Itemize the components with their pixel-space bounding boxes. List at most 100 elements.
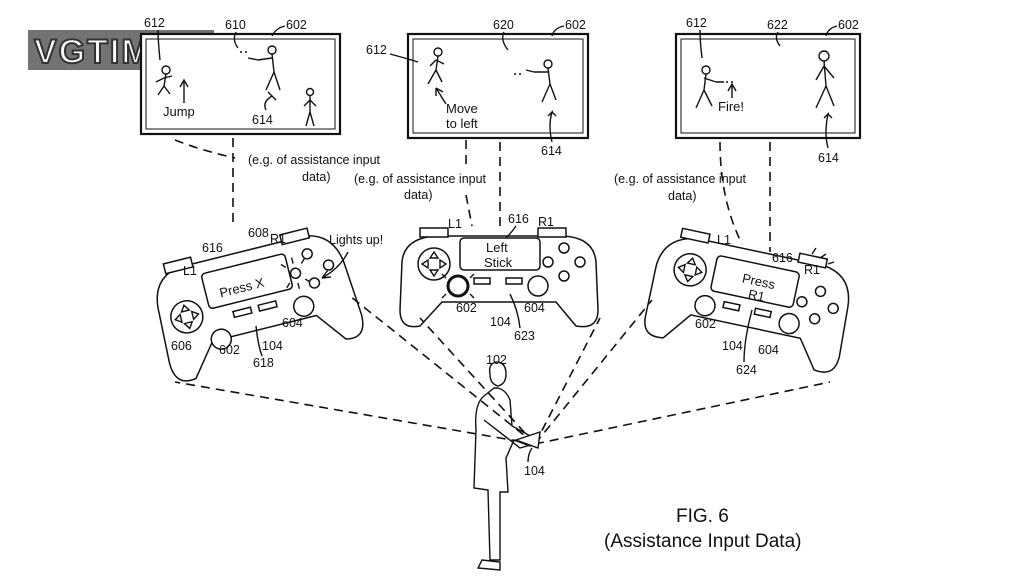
l1-button-2 — [419, 227, 449, 238]
screen-3 — [674, 32, 862, 140]
ref-612-2: 612 — [366, 43, 387, 57]
ref-614-2: 614 — [541, 144, 562, 158]
user-head — [488, 361, 507, 387]
left-stick-lit — [446, 274, 470, 298]
screen-1 — [139, 32, 342, 136]
dpad-1 — [170, 300, 204, 334]
controller-display-2b: Stick — [484, 255, 513, 270]
right-stick-2 — [527, 275, 549, 297]
l1-button-3 — [679, 227, 711, 244]
ref-616-3: 616 — [772, 251, 793, 265]
controller-3 — [644, 227, 850, 373]
screen-2 — [406, 32, 590, 140]
user-body — [473, 387, 535, 561]
ref-606: 606 — [171, 339, 192, 353]
screen-text-2b: to left — [446, 116, 478, 131]
assist-label-2a: (e.g. of assistance input — [354, 172, 487, 186]
ref-614-1: 614 — [252, 113, 273, 127]
assist-label-3b: data) — [668, 189, 697, 203]
ref-604-2: 604 — [524, 301, 545, 315]
ref-623: 623 — [514, 329, 535, 343]
controller-display-3a: Press — [741, 271, 777, 293]
figure-title: FIG. 6 — [676, 506, 729, 527]
l1-label-1: L1 — [183, 264, 197, 278]
x-button-lit — [289, 267, 302, 280]
up-arrow-3 — [727, 82, 737, 98]
user-feet — [476, 559, 501, 571]
l1-button-1 — [162, 256, 194, 275]
ref-602-screen-1: 602 — [286, 18, 307, 32]
up-arrow-1 — [179, 78, 189, 103]
panel-1: Jump 612 610 602 614 (e.g. of assistance… — [139, 16, 383, 382]
ref-612-1: 612 — [144, 16, 165, 30]
r1-button-2 — [537, 227, 567, 238]
ref-604-3: 604 — [758, 343, 779, 357]
ref-104-2: 104 — [490, 315, 511, 329]
left-stick-3 — [694, 294, 716, 317]
r1-light-rays — [811, 247, 835, 265]
ref-608: 608 — [248, 226, 269, 240]
panel-2: Move to left 612 620 602 614 (e.g. of as… — [354, 18, 599, 343]
lights-up-note: Lights up! — [329, 233, 383, 247]
l1-label-2: L1 — [448, 217, 462, 231]
player-figure-1 — [155, 65, 173, 96]
enemy-figure-3 — [815, 50, 835, 109]
ref-624: 624 — [736, 363, 757, 377]
left-stick-1 — [210, 328, 233, 350]
ref-602-ctl-1: 602 — [219, 343, 240, 357]
ref-616-1: 616 — [202, 241, 223, 255]
assist-label-2b: data) — [404, 188, 433, 202]
figure-subtitle: (Assistance Input Data) — [604, 531, 801, 552]
r1-button-1 — [278, 227, 311, 246]
ref-602-ctl-3: 602 — [695, 317, 716, 331]
sight-lines — [174, 295, 831, 445]
player-figure-2 — [427, 47, 445, 85]
assist-label-1a: (e.g. of assistance input — [248, 153, 381, 167]
ref-610: 610 — [225, 18, 246, 32]
user-device — [513, 430, 541, 449]
right-stick-3 — [778, 312, 800, 335]
ref-602-screen-3: 602 — [838, 18, 859, 32]
ref-614-3: 614 — [818, 151, 839, 165]
enemy-figure-1 — [247, 45, 281, 91]
ref-104-1: 104 — [262, 339, 283, 353]
left-arrow-2 — [435, 87, 447, 105]
controller-display-2a: Left — [486, 240, 508, 255]
screen-text-1: Jump — [163, 104, 195, 119]
controller-display-3b: R1 — [747, 286, 766, 304]
player-figure-3 — [695, 65, 724, 109]
ref-616-2: 616 — [508, 212, 529, 226]
assist-label-3a: (e.g. of assistance input — [614, 172, 747, 186]
dpad-2 — [417, 247, 451, 281]
ref-620: 620 — [493, 18, 514, 32]
ref-104-3: 104 — [722, 339, 743, 353]
ref-104-user: 104 — [524, 464, 545, 478]
ref-602-ctl-2: 602 — [456, 301, 477, 315]
panel-3: Fire! 612 622 602 614 (e.g. of assistanc… — [614, 16, 862, 377]
screen-text-3: Fire! — [718, 99, 744, 114]
r1-label-1: R1 — [270, 232, 286, 246]
dpad-3 — [673, 253, 707, 287]
controller-1 — [156, 227, 364, 382]
touch-display-1 — [201, 253, 293, 309]
r1-button-3 — [797, 252, 829, 269]
l1-label-3: L1 — [717, 233, 731, 247]
ref-618: 618 — [253, 356, 274, 370]
user-figure — [473, 361, 541, 571]
touch-display-2 — [459, 237, 541, 271]
r1-label-3: R1 — [804, 263, 820, 277]
right-stick-1 — [292, 295, 315, 317]
ref-604-1: 604 — [282, 316, 303, 330]
ref-102: 102 — [486, 353, 507, 367]
assist-label-1b: data) — [302, 170, 331, 184]
bystander-figure-1 — [303, 87, 317, 127]
r1-label-2: R1 — [538, 215, 554, 229]
controller-2 — [399, 227, 599, 328]
ref-612-3: 612 — [686, 16, 707, 30]
touch-display-3 — [710, 255, 800, 308]
ref-602-screen-2: 602 — [565, 18, 586, 32]
ref-622: 622 — [767, 18, 788, 32]
screen-text-2a: Move — [446, 101, 478, 116]
enemy-figure-2 — [525, 59, 557, 103]
